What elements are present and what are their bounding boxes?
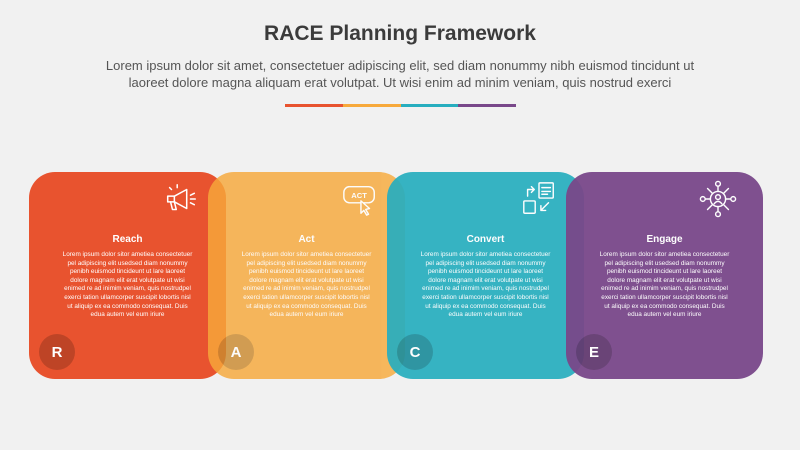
card-engage: Engage Lorem ipsum dolor sitor ametiea c… bbox=[566, 172, 763, 379]
divider-segment-act bbox=[342, 104, 401, 107]
color-divider bbox=[285, 104, 516, 107]
letter-badge-c: C bbox=[397, 334, 433, 370]
page-subtitle: Lorem ipsum dolor sit amet, consectetuer… bbox=[40, 57, 760, 91]
card-convert: Convert Lorem ipsum dolor sitor ametiea … bbox=[387, 172, 584, 379]
card-body-convert: Lorem ipsum dolor sitor ametiea consecte… bbox=[420, 251, 551, 319]
convert-arrows-icon bbox=[523, 182, 554, 214]
page-title: RACE Planning Framework bbox=[264, 22, 536, 45]
card-title-convert: Convert bbox=[466, 234, 505, 245]
card-body-reach: Lorem ipsum dolor sitor ametiea consecte… bbox=[62, 251, 193, 319]
card-body-act: Lorem ipsum dolor sitor ametiea consecte… bbox=[241, 251, 372, 319]
divider-segment-engage bbox=[458, 104, 516, 107]
card-title-reach: Reach bbox=[112, 234, 143, 245]
card-reach: Reach Lorem ipsum dolor sitor ametiea co… bbox=[29, 172, 226, 379]
divider-segment-convert bbox=[400, 104, 459, 107]
card-title-engage: Engage bbox=[646, 234, 683, 245]
card-body-engage: Lorem ipsum dolor sitor ametiea consecte… bbox=[599, 251, 730, 319]
act-cursor-icon: ACT bbox=[343, 185, 375, 216]
megaphone-icon bbox=[166, 183, 197, 211]
subtitle-line-2: laoreet dolore magna aliquam erat volutp… bbox=[128, 75, 672, 90]
letter-badge-a: A bbox=[218, 334, 254, 370]
card-act: ACT Act Lorem ipsum dolor sitor ametiea … bbox=[208, 172, 405, 379]
network-user-icon bbox=[699, 180, 737, 218]
act-icon-label: ACT bbox=[351, 191, 367, 200]
letter-badge-e: E bbox=[576, 334, 612, 370]
subtitle-line-1: Lorem ipsum dolor sit amet, consectetuer… bbox=[105, 58, 695, 73]
divider-segment-reach bbox=[285, 104, 343, 107]
card-title-act: Act bbox=[298, 234, 315, 245]
letter-badge-r: R bbox=[39, 334, 75, 370]
